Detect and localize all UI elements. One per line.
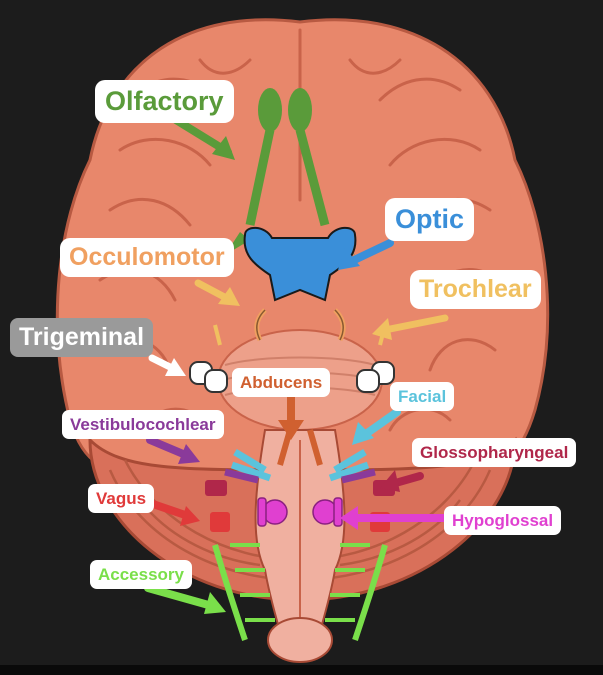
label-optic: Optic <box>385 198 475 241</box>
label-hypoglossal: Hypoglossal <box>444 506 562 535</box>
label-arrows <box>144 116 449 614</box>
trigeminal-nerves <box>189 361 395 393</box>
facial-vestibulocochlear-nerves <box>224 448 376 484</box>
label-glossopharyngeal: Glossopharyngeal <box>412 438 577 467</box>
label-vestibulocochlear: Vestibulocochlear <box>62 410 224 439</box>
label-trigeminal: Trigeminal <box>10 318 154 357</box>
label-olfactory: Olfactory <box>95 80 234 123</box>
label-vagus: Vagus <box>88 484 155 513</box>
label-trochlear: Trochlear <box>410 270 541 309</box>
label-accessory: Accessory <box>90 560 193 589</box>
hypoglossal-nerves <box>257 497 343 527</box>
label-abducens: Abducens <box>232 368 331 397</box>
spinal-cord <box>267 617 333 663</box>
label-facial: Facial <box>390 382 455 411</box>
label-occulomotor: Occulomotor <box>60 238 234 277</box>
optic-chiasm <box>243 226 357 302</box>
accessory-nerves <box>212 543 388 641</box>
